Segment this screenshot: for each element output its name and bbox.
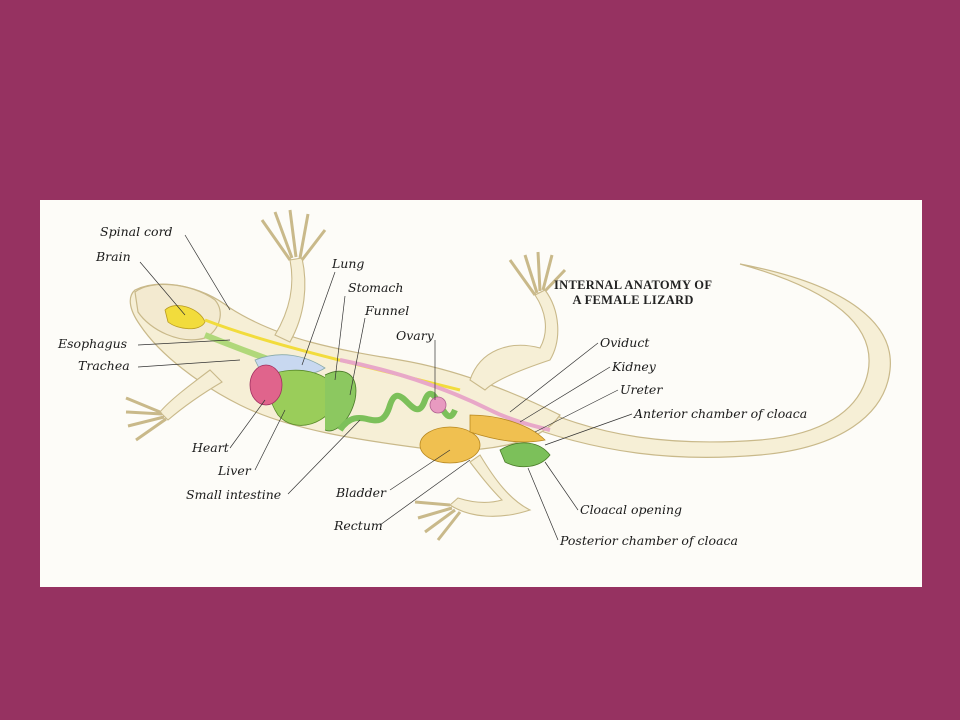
label-liver: Liver [218,463,251,478]
label-trachea: Trachea [78,358,130,373]
label-cloacal-opening: Cloacal opening [580,502,682,517]
title-line-2: A FEMALE LIZARD [572,293,694,307]
label-ovary: Ovary [396,328,434,343]
hind-lower-foot [414,500,462,541]
hind-lower-leg [449,454,532,517]
diagram-title: INTERNAL ANATOMY OF A FEMALE LIZARD [554,278,712,308]
title-line-1: INTERNAL ANATOMY OF [554,278,713,292]
label-anterior-chamber-of-cloaca: Anterior chamber of cloaca [634,406,808,421]
bladder-shape [419,426,481,464]
leader-lines [137,234,633,541]
label-kidney: Kidney [612,359,656,374]
hind-upper-leg [469,289,559,391]
front-upper-foot [260,209,327,261]
front-lower-foot [125,396,167,442]
lizard-tail [509,263,891,459]
label-funnel: Funnel [365,303,410,318]
brain-shape [164,305,206,330]
cloaca-shape [499,442,551,468]
diagram-panel: INTERNAL ANATOMY OF A FEMALE LIZARD Spin… [40,200,922,587]
lizard-anatomy-illustration [125,209,891,541]
label-ureter: Ureter [620,382,663,397]
hind-upper-foot [508,251,567,296]
front-lower-leg [159,369,223,421]
stomach-shape [324,370,357,432]
label-heart: Heart [192,440,229,455]
kidney-shape [469,414,546,443]
label-brain: Brain [96,249,131,264]
heart-shape [249,364,283,406]
label-rectum: Rectum [334,518,383,533]
ovary-eggs [429,396,447,414]
label-stomach: Stomach [348,280,404,295]
front-upper-leg [274,257,306,343]
label-oviduct: Oviduct [600,335,650,350]
label-bladder: Bladder [336,485,387,500]
label-posterior-chamber-of-cloaca: Posterior chamber of cloaca [560,533,738,548]
label-esophagus: Esophagus [58,336,128,351]
label-small-intestine: Small intestine [186,487,282,502]
ovary-oviduct-shape [339,358,551,432]
label-spinal-cord: Spinal cord [100,224,173,239]
label-lung: Lung [332,256,365,271]
